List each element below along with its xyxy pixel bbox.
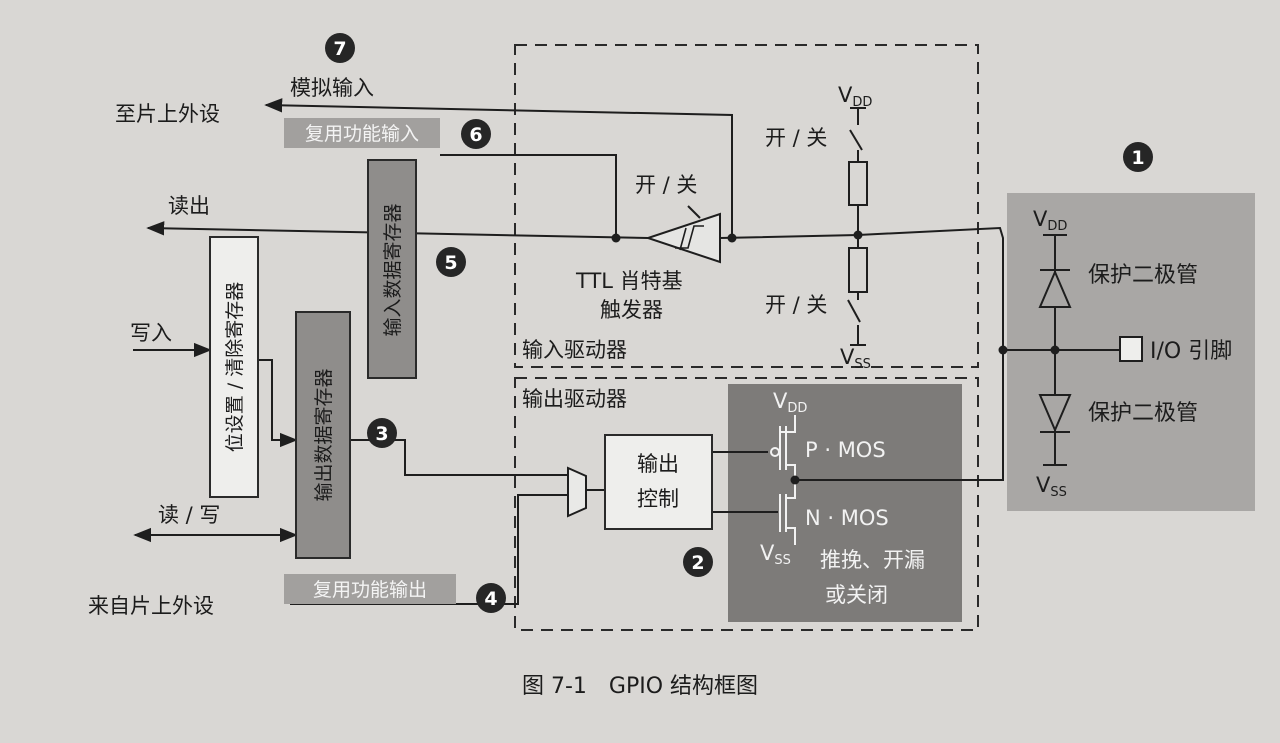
protection-wires <box>1003 234 1120 466</box>
alt-input-plaque <box>284 118 440 148</box>
mos-vss-label: VSS <box>760 541 791 568</box>
diode-bottom <box>1038 394 1072 433</box>
output-control-box <box>604 434 713 530</box>
junction-dot <box>611 233 621 243</box>
input-driver-region <box>514 44 979 368</box>
read-write-label: 读 / 写 <box>158 503 220 527</box>
schmitt-label-line1: TTL 肖特基 <box>575 269 683 293</box>
set-reset-to-output-wire <box>258 359 298 448</box>
svg-text:6: 6 <box>469 124 482 146</box>
analog-input-label: 模拟输入 <box>290 76 374 100</box>
svg-text:4: 4 <box>484 588 497 610</box>
alt-input-label: 复用功能输入 <box>305 123 419 145</box>
mode-label-line2: 或关闭 <box>825 583 888 607</box>
to-peripheral-label: 至片上外设 <box>115 102 220 126</box>
marker-1: 1 <box>1123 142 1153 172</box>
output-data-register-label: 输出数据寄存器 <box>313 368 335 501</box>
nmos-transistor <box>779 482 796 545</box>
write-in-label: 写入 <box>130 321 172 345</box>
svg-text:2: 2 <box>691 552 704 574</box>
io-pin-square <box>1119 336 1143 362</box>
diode-bottom-label: 保护二极管 <box>1088 401 1198 426</box>
mos-block <box>728 384 962 622</box>
input-vdd-label: VDD <box>838 83 872 110</box>
svg-text:3: 3 <box>375 423 388 445</box>
protection-vss-label: VSS <box>1036 473 1067 500</box>
read-out-label: 读出 <box>168 194 210 218</box>
diode-top <box>1038 269 1072 308</box>
output-control-line2: 控制 <box>637 487 679 511</box>
marker-7: 7 <box>325 33 355 63</box>
input-data-register-label: 输入数据寄存器 <box>382 203 404 336</box>
schmitt-label-line2: 触发器 <box>600 298 663 322</box>
mos-vdd-label: VDD <box>773 389 807 416</box>
nmos-label: N · MOS <box>805 506 889 530</box>
junction-dot <box>727 233 737 243</box>
schmitt-switch-label: 开 / 关 <box>635 173 697 197</box>
input-data-register <box>367 159 417 379</box>
alt-output-plaque <box>284 574 456 604</box>
svg-text:1: 1 <box>1131 147 1144 169</box>
output-driver-label: 输出驱动器 <box>522 387 627 411</box>
pull-up-resistor <box>848 161 868 206</box>
marker-5: 5 <box>436 247 466 277</box>
io-pin-label: I/O 引脚 <box>1150 339 1232 364</box>
main-signal-wire <box>719 226 1004 481</box>
pull-down-switch-label: 开 / 关 <box>765 293 827 317</box>
marker-4: 4 <box>476 583 506 613</box>
figure-caption: 图 7-1 GPIO 结构框图 <box>522 674 758 699</box>
schmitt-trigger <box>644 205 721 264</box>
pull-down-resistor <box>848 247 868 293</box>
input-driver-label: 输入驱动器 <box>522 338 627 362</box>
output-control-line1: 输出 <box>637 452 679 476</box>
junction-dot <box>853 230 863 240</box>
alt-output-label: 复用功能输出 <box>313 579 427 601</box>
output-mux <box>567 466 587 518</box>
marker-2: 2 <box>683 547 713 577</box>
pull-up-switch-label: 开 / 关 <box>765 126 827 150</box>
alt-input-wire <box>440 154 617 238</box>
marker-3: 3 <box>367 418 397 448</box>
diode-top-label: 保护二极管 <box>1088 263 1198 288</box>
output-data-register <box>295 311 351 559</box>
from-peripheral-label: 来自片上外设 <box>88 594 214 618</box>
bit-set-reset-register-label: 位设置 / 清除寄存器 <box>224 282 246 452</box>
bit-set-reset-register <box>209 236 259 498</box>
mode-label-line1: 推挽、开漏 <box>820 548 925 572</box>
output-driver-region <box>514 377 979 631</box>
junction-dot <box>790 475 800 485</box>
pmos-label: P · MOS <box>805 438 886 462</box>
protection-vdd-label: VDD <box>1033 207 1067 234</box>
analog-input-wire <box>264 98 733 238</box>
svg-text:5: 5 <box>444 252 457 274</box>
input-vss-label: VSS <box>840 345 871 372</box>
svg-text:7: 7 <box>333 38 346 60</box>
marker-6: 6 <box>461 119 491 149</box>
